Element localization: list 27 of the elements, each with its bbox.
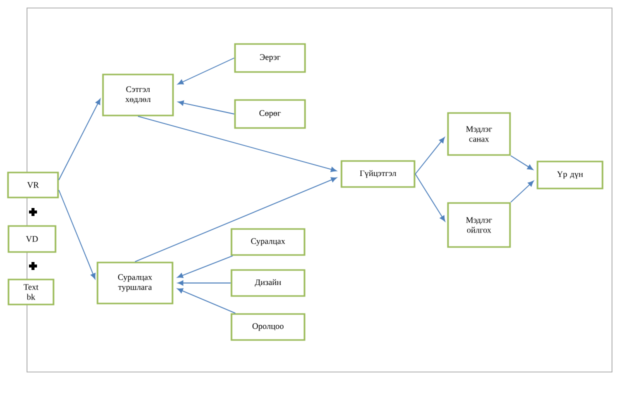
process-box: Гүйцэтгэл [340, 160, 416, 188]
arrow [134, 177, 337, 262]
process-box: Сөрөг [234, 99, 306, 129]
arrow [414, 174, 446, 222]
process-box: Дизайн [230, 269, 306, 297]
process-box: VD [8, 225, 56, 253]
arrow [510, 180, 534, 203]
process-box: Үр дүн [536, 160, 604, 190]
arrow [178, 58, 235, 84]
process-box: Мэдлэг ойлгох [447, 202, 511, 248]
process-box: Суралцах [230, 228, 306, 256]
arrow [177, 255, 234, 278]
process-box: Эерэг [234, 43, 306, 73]
process-box: Сэтгэл хөдлөл [102, 74, 174, 116]
arrow [138, 116, 337, 172]
arrow [178, 280, 232, 286]
process-box: Оролцоо [230, 313, 306, 341]
arrow [58, 190, 96, 280]
process-box: Text bk [8, 278, 54, 306]
arrow [414, 137, 445, 174]
arrow [510, 155, 534, 170]
arrow [58, 98, 101, 180]
arrow [177, 288, 236, 314]
arrow [178, 100, 235, 114]
process-box: Мэдлэг санах [447, 112, 511, 156]
process-box: VR [7, 172, 59, 198]
process-box: Суралцах туршлага [96, 262, 174, 304]
